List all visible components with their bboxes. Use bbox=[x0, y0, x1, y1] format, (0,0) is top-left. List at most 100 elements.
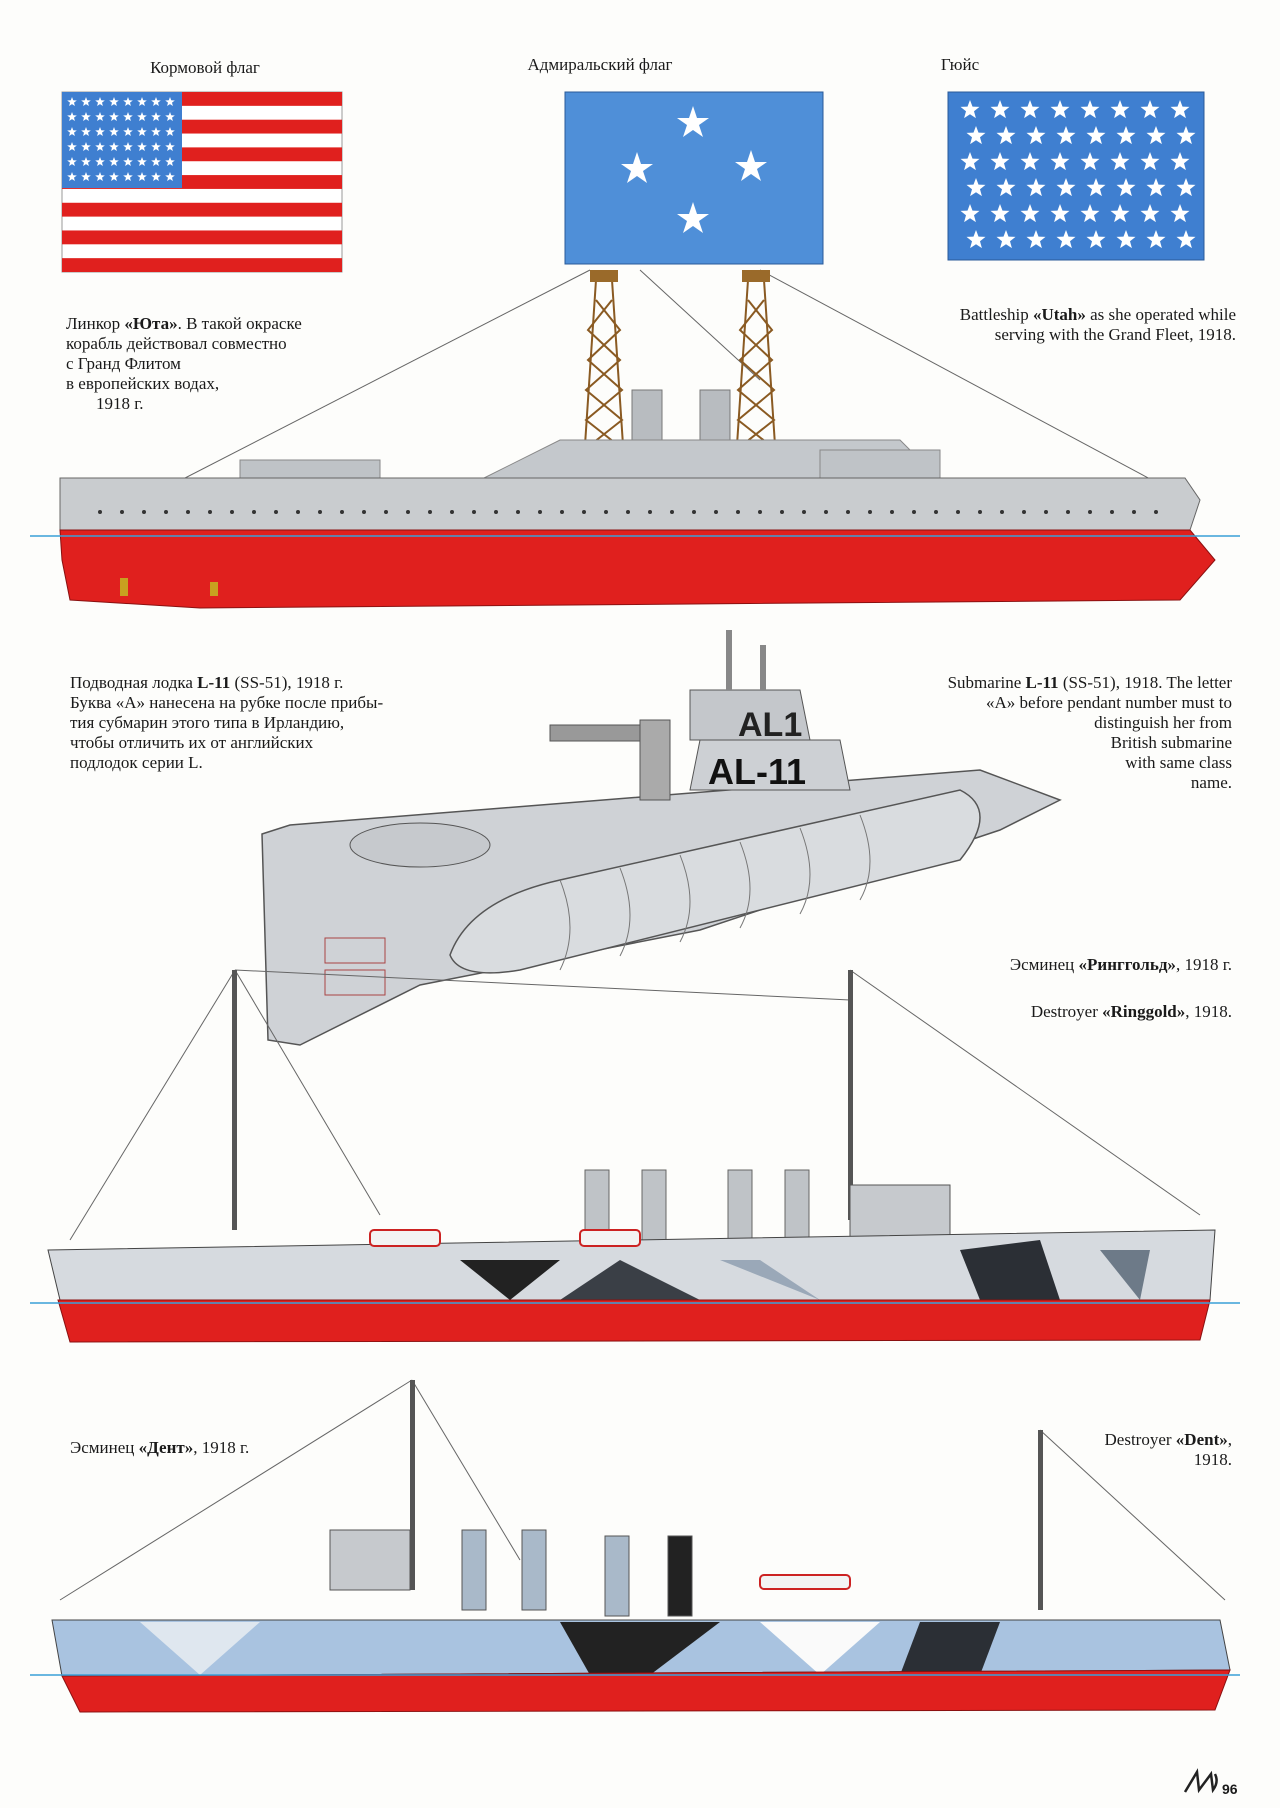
star-icon bbox=[109, 127, 119, 136]
porthole bbox=[956, 510, 960, 514]
submarine-l11-illustration: AL1 AL-11 bbox=[261, 630, 1062, 1046]
star-icon bbox=[1056, 230, 1076, 249]
porthole bbox=[362, 510, 366, 514]
star-icon bbox=[621, 152, 653, 183]
star-icon bbox=[81, 157, 91, 166]
porthole bbox=[912, 510, 916, 514]
star-icon bbox=[1026, 230, 1046, 249]
star-icon bbox=[123, 127, 133, 136]
porthole bbox=[1044, 510, 1048, 514]
star-icon bbox=[137, 97, 147, 106]
star-icon bbox=[109, 97, 119, 106]
conning-tower-mark: AL-11 bbox=[708, 751, 806, 792]
star-icon bbox=[109, 142, 119, 151]
porthole bbox=[516, 510, 520, 514]
porthole bbox=[142, 510, 146, 514]
star-icon bbox=[137, 127, 147, 136]
ringgold-caption-en: Destroyer «Ringgold», 1918. bbox=[1030, 1002, 1232, 1021]
porthole bbox=[296, 510, 300, 514]
star-icon bbox=[95, 112, 105, 121]
star-icon bbox=[960, 152, 980, 171]
porthole bbox=[230, 510, 234, 514]
star-icon bbox=[1056, 178, 1076, 197]
star-icon bbox=[1026, 178, 1046, 197]
star-icon bbox=[996, 178, 1016, 197]
star-icon bbox=[95, 157, 105, 166]
star-icon bbox=[81, 97, 91, 106]
star-icon bbox=[67, 157, 77, 166]
star-icon bbox=[1110, 204, 1130, 223]
star-icon bbox=[1176, 178, 1196, 197]
star-icon bbox=[1146, 126, 1166, 145]
star-icon bbox=[123, 157, 133, 166]
star-icon bbox=[1020, 152, 1040, 171]
star-icon bbox=[966, 178, 986, 197]
porthole bbox=[450, 510, 454, 514]
us-ensign-flag bbox=[61, 91, 343, 273]
battleship-utah-illustration bbox=[30, 269, 1240, 609]
porthole bbox=[582, 510, 586, 514]
star-icon bbox=[123, 97, 133, 106]
star-icon bbox=[109, 157, 119, 166]
porthole bbox=[780, 510, 784, 514]
star-icon bbox=[996, 230, 1016, 249]
star-icon bbox=[1086, 126, 1106, 145]
porthole bbox=[670, 510, 674, 514]
star-icon bbox=[677, 202, 709, 233]
porthole bbox=[406, 510, 410, 514]
porthole bbox=[736, 510, 740, 514]
star-icon bbox=[95, 172, 105, 181]
star-icon bbox=[165, 172, 175, 181]
porthole bbox=[692, 510, 696, 514]
submarine-caption-en: Submarine L-11 (SS-51), 1918. The letter… bbox=[947, 673, 1232, 792]
star-icon bbox=[1116, 178, 1136, 197]
submarine-caption-ru: Подводная лодка L-11 (SS-51), 1918 г. Бу… bbox=[70, 673, 384, 772]
union-jack-flag bbox=[947, 91, 1205, 261]
star-icon bbox=[67, 112, 77, 121]
star-icon bbox=[81, 172, 91, 181]
star-icon bbox=[81, 112, 91, 121]
porthole bbox=[164, 510, 168, 514]
star-icon bbox=[81, 127, 91, 136]
star-icon bbox=[137, 172, 147, 181]
porthole bbox=[384, 510, 388, 514]
porthole bbox=[1154, 510, 1158, 514]
star-icon bbox=[151, 97, 161, 106]
star-icon bbox=[95, 142, 105, 151]
star-icon bbox=[1050, 100, 1070, 119]
star-icon bbox=[137, 157, 147, 166]
admiral-flag bbox=[564, 91, 824, 265]
star-icon bbox=[151, 127, 161, 136]
star-icon bbox=[165, 142, 175, 151]
star-icon bbox=[1050, 152, 1070, 171]
star-icon bbox=[1146, 230, 1166, 249]
porthole bbox=[494, 510, 498, 514]
star-icon bbox=[123, 112, 133, 121]
porthole bbox=[626, 510, 630, 514]
star-icon bbox=[1026, 126, 1046, 145]
star-icon bbox=[137, 142, 147, 151]
star-icon bbox=[960, 100, 980, 119]
star-icon bbox=[165, 97, 175, 106]
star-icon bbox=[960, 204, 980, 223]
ensign-label: Кормовой флаг bbox=[150, 58, 260, 77]
porthole bbox=[208, 510, 212, 514]
star-icon bbox=[1110, 152, 1130, 171]
star-icon bbox=[990, 204, 1010, 223]
star-icon bbox=[95, 97, 105, 106]
flag-stripe bbox=[62, 202, 342, 217]
star-icon bbox=[735, 150, 767, 181]
star-icon bbox=[165, 112, 175, 121]
star-icon bbox=[151, 142, 161, 151]
star-icon bbox=[1080, 152, 1100, 171]
porthole bbox=[252, 510, 256, 514]
porthole bbox=[648, 510, 652, 514]
star-icon bbox=[966, 230, 986, 249]
flag-stripe bbox=[62, 230, 342, 245]
porthole bbox=[802, 510, 806, 514]
star-icon bbox=[1170, 204, 1190, 223]
porthole bbox=[1022, 510, 1026, 514]
star-icon bbox=[996, 126, 1016, 145]
dent-caption-ru: Эсминец «Дент», 1918 г. bbox=[70, 1438, 250, 1457]
utah-caption-ru: Линкор «Юта». В такой окраске корабль де… bbox=[66, 314, 302, 413]
